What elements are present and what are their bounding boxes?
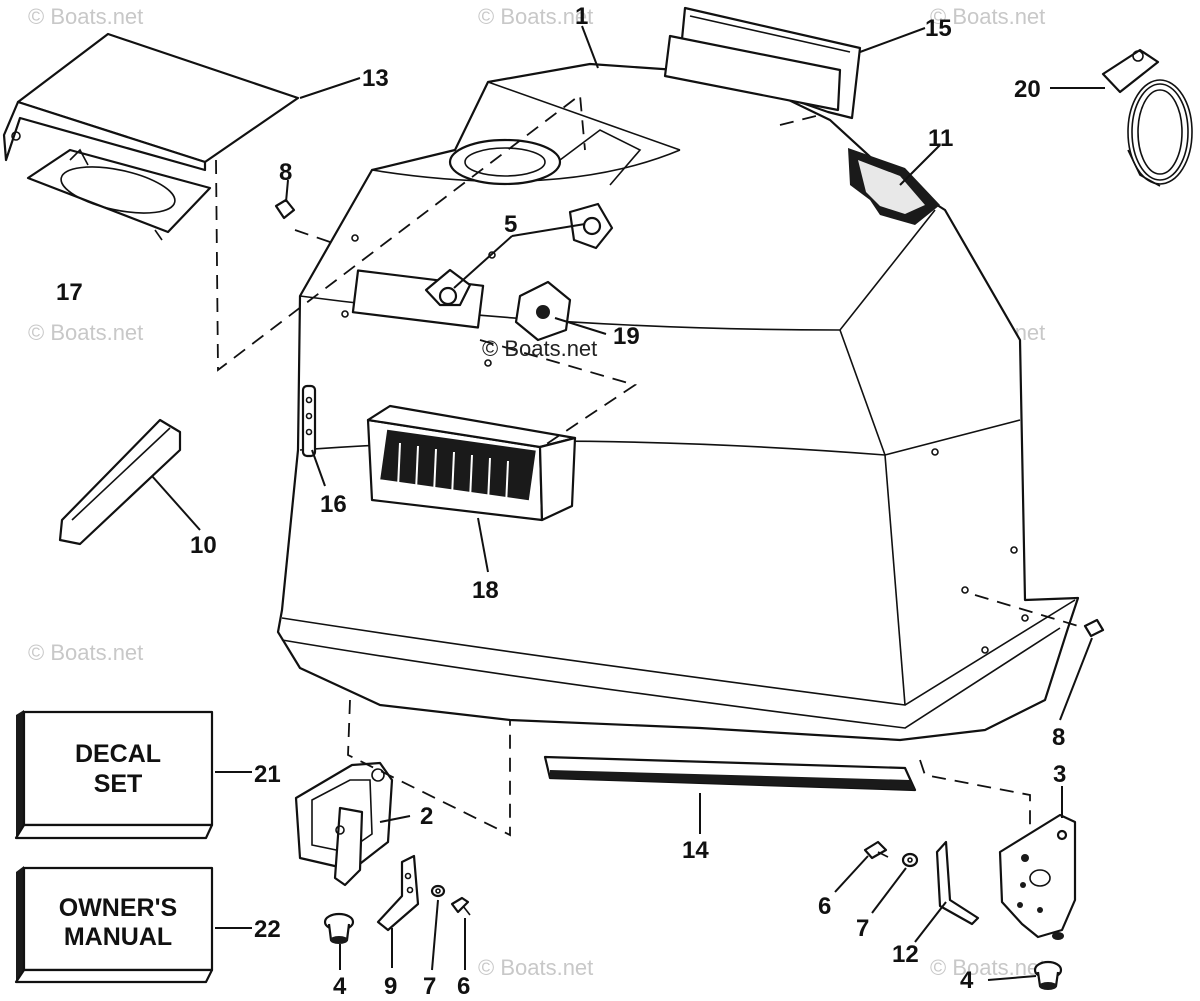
callout-7-right: 7 — [856, 915, 869, 942]
cover-cap-part-13 — [2, 32, 300, 172]
callout-7-left: 7 — [423, 973, 436, 1000]
callout-21: 21 — [254, 761, 281, 788]
watermark: © Boats.net — [478, 4, 593, 29]
callout-1: 1 — [575, 3, 588, 30]
screw-part-8-right — [1083, 618, 1105, 638]
callout-22: 22 — [254, 916, 281, 943]
callout-18: 18 — [472, 577, 499, 604]
bracket-part-5 — [424, 202, 614, 307]
callout-11: 11 — [928, 125, 953, 152]
assembly-dash-lines — [215, 93, 1086, 837]
seal-strip-part-14 — [543, 755, 917, 792]
knob-part-4-right — [1033, 960, 1063, 990]
owners-manual-box: OWNER'S MANUAL — [14, 866, 214, 984]
cord-part-20 — [1101, 48, 1193, 187]
callout-6-left: 6 — [457, 973, 470, 1000]
grommet-part-19 — [514, 280, 572, 342]
callout-5: 5 — [504, 211, 517, 238]
decal-set-box: DECAL SET — [14, 710, 214, 840]
trim-strip-part-16 — [301, 384, 317, 458]
leader-lines — [151, 25, 1105, 981]
latch-bracket-part-2 — [294, 761, 394, 887]
callout-2: 2 — [420, 803, 433, 830]
owners-manual-label-line-1: OWNER'S — [59, 894, 177, 922]
watermark-center: © Boats.net — [482, 336, 597, 361]
seal-strip-part-10 — [58, 418, 182, 546]
callout-4-left: 4 — [333, 973, 347, 1000]
callout-12: 12 — [892, 941, 919, 968]
callout-10: 10 — [190, 532, 217, 559]
decal-set-label-line-1: DECAL — [75, 740, 161, 768]
top-vent-part-15 — [663, 6, 862, 120]
callout-9: 9 — [384, 973, 397, 1000]
callout-20: 20 — [1014, 76, 1041, 103]
watermark: © Boats.net — [28, 320, 143, 345]
decal-set-label-line-2: SET — [94, 770, 143, 798]
engine-cover-part-1 — [276, 62, 1080, 742]
callout-numbers: 1 15 20 13 11 8 5 17 19 © Boats.net 16 1… — [56, 3, 1066, 1000]
screw-part-8-left — [274, 198, 296, 220]
callout-4-right: 4 — [960, 967, 974, 994]
watermark: © Boats.net — [28, 640, 143, 665]
owners-manual-label-line-2: MANUAL — [64, 923, 172, 951]
callout-17: 17 — [56, 279, 83, 306]
callout-8-top: 8 — [279, 159, 292, 186]
callout-6-right: 6 — [818, 893, 831, 920]
seal-part-17 — [26, 148, 212, 241]
watermark: © Boats.net — [478, 955, 593, 980]
callout-15: 15 — [925, 15, 952, 42]
screw-washer-right — [863, 840, 919, 868]
callout-8-right: 8 — [1052, 724, 1065, 751]
callout-19: 19 — [613, 323, 640, 350]
watermark: © Boats.net — [930, 4, 1045, 29]
air-vent-part-18 — [366, 404, 577, 522]
callout-3: 3 — [1053, 761, 1066, 788]
watermark: © Boats.net — [28, 4, 143, 29]
knob-part-4-left — [323, 912, 355, 944]
washer-screw-left — [430, 884, 471, 916]
callout-13: 13 — [362, 65, 389, 92]
bracket-part-9 — [376, 854, 420, 932]
callout-16: 16 — [320, 491, 347, 518]
latch-bracket-part-3 — [998, 813, 1077, 940]
bracket-part-12 — [935, 840, 980, 926]
callout-14: 14 — [682, 837, 709, 864]
